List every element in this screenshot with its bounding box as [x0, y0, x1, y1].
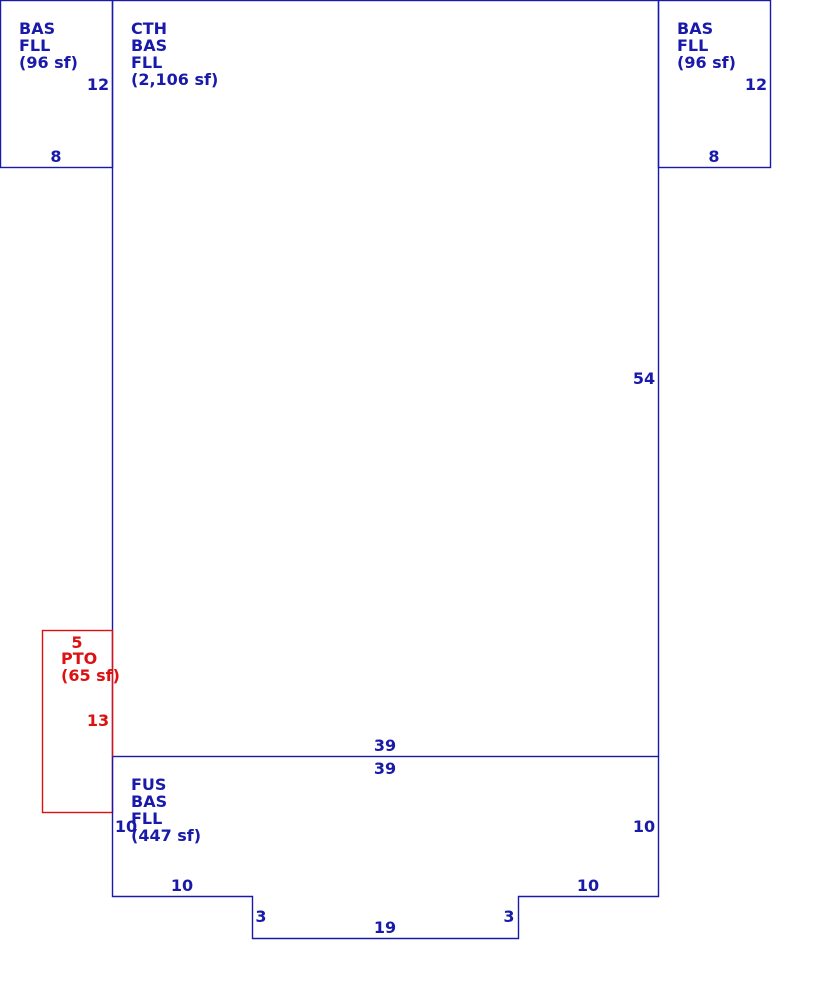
patio-outline — [41, 629, 114, 814]
dim-bas-left-width: 8 — [50, 147, 61, 166]
dim-fus-bottom-right: 10 — [577, 876, 599, 895]
bas-right-outline — [657, 0, 772, 169]
dim-fus-right-height: 10 — [633, 817, 655, 836]
dim-bas-left-height: 12 — [87, 75, 109, 94]
dim-bas-right-height: 12 — [745, 75, 767, 94]
dim-main-height: 54 — [633, 369, 655, 388]
main-area-label: CTH BAS FLL (2,106 sf) — [131, 19, 218, 89]
dim-patio-width: 5 — [71, 633, 82, 652]
fus-area-outline — [111, 756, 660, 940]
dim-bas-right-width: 8 — [708, 147, 719, 166]
main-area-outline — [111, 0, 660, 758]
dim-main-width: 39 — [374, 736, 396, 755]
dim-fus-bottom-center: 19 — [374, 918, 396, 937]
fus-area-label: FUS BAS FLL (447 sf) — [131, 775, 201, 845]
dim-fus-top-width: 39 — [374, 759, 396, 778]
dim-fus-bottom-left: 10 — [171, 876, 193, 895]
dim-patio-height: 13 — [87, 711, 109, 730]
patio-label: PTO (65 sf) — [61, 649, 120, 685]
dim-fus-step-left: 3 — [255, 907, 266, 926]
bas-right-label: BAS FLL (96 sf) — [677, 19, 736, 72]
dim-fus-left-height: 10 — [115, 817, 137, 836]
bas-left-label: BAS FLL (96 sf) — [19, 19, 78, 72]
dim-fus-step-right: 3 — [503, 907, 514, 926]
